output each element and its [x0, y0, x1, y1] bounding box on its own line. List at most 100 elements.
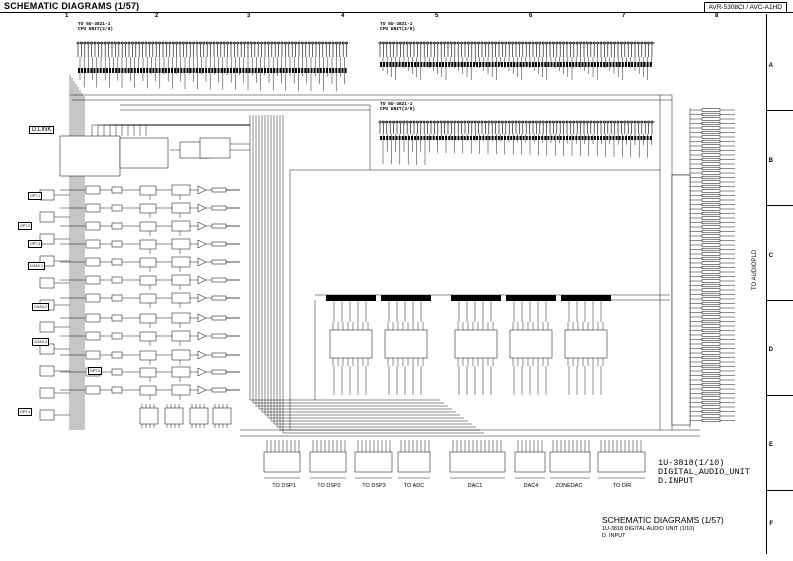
component	[136, 68, 139, 73]
row-divider	[767, 205, 793, 206]
resistor	[701, 360, 721, 364]
resistor	[701, 355, 721, 360]
component	[239, 68, 242, 73]
component	[510, 62, 513, 67]
board-identifier: 1U-3818(1/10) DIGITAL_AUDIO_UNIT D.INPUT	[658, 459, 750, 486]
component	[590, 62, 593, 67]
component	[575, 136, 578, 140]
component	[111, 351, 123, 359]
component	[171, 202, 191, 214]
component	[640, 62, 643, 67]
component	[291, 68, 294, 73]
component	[603, 136, 606, 140]
component	[212, 407, 232, 425]
component	[111, 276, 123, 284]
component	[401, 62, 404, 67]
component	[85, 293, 101, 303]
component	[260, 68, 263, 73]
bottom-connector-label: TO DSP3	[362, 483, 386, 489]
cpu-connector-title-left: TO 5U-3821-1 CPU UNIT(2/8)	[78, 22, 114, 32]
dlink-label: D.LINK	[29, 126, 55, 134]
component	[612, 136, 615, 140]
component	[93, 68, 96, 73]
component	[587, 136, 590, 140]
component	[544, 136, 547, 140]
component	[584, 62, 587, 67]
component	[180, 68, 183, 73]
component	[264, 68, 266, 73]
resistor	[701, 418, 721, 423]
component	[414, 62, 417, 67]
resistor	[701, 288, 721, 292]
bottom-connector-label: ZONEDAC	[555, 483, 583, 489]
component	[85, 385, 101, 395]
buffer-amp	[197, 203, 207, 213]
component	[85, 350, 101, 360]
resistor	[701, 324, 721, 328]
footer-title: SCHEMATIC DIAGRAMS (1/57)	[602, 515, 724, 525]
component	[155, 68, 158, 73]
bottom-connector-label: TO DSP2	[317, 483, 341, 489]
component	[211, 333, 227, 339]
row-divider	[767, 110, 793, 111]
resistor	[701, 405, 721, 409]
component	[514, 451, 546, 473]
grid-column-6: 6	[529, 13, 533, 19]
component	[245, 68, 248, 73]
component	[445, 136, 448, 140]
resistor	[701, 256, 721, 261]
resistor	[701, 144, 721, 148]
component	[587, 62, 590, 67]
resistor	[701, 193, 721, 198]
component	[628, 136, 630, 140]
component	[383, 136, 386, 140]
component	[316, 68, 319, 73]
component	[507, 136, 510, 140]
buffer-amp	[197, 185, 207, 195]
component	[451, 136, 454, 140]
resistor	[701, 328, 721, 333]
component	[417, 62, 420, 67]
component	[344, 68, 347, 73]
component	[118, 68, 121, 73]
dense-marks	[78, 62, 652, 301]
resistor	[701, 387, 721, 391]
component	[451, 295, 501, 301]
resistor	[701, 211, 721, 216]
component	[581, 62, 584, 67]
component	[254, 68, 257, 73]
buffer-amp	[197, 275, 207, 285]
component	[506, 295, 556, 301]
resistor	[701, 252, 721, 256]
component	[386, 62, 389, 67]
component	[531, 136, 534, 140]
resistor	[701, 189, 721, 193]
component	[338, 68, 341, 73]
resistor	[701, 162, 721, 166]
component	[460, 136, 463, 140]
resistor	[701, 135, 721, 139]
component	[383, 62, 386, 67]
component	[211, 259, 227, 265]
component	[124, 68, 127, 73]
resistor	[701, 265, 721, 270]
component	[263, 451, 301, 473]
component	[211, 277, 227, 283]
row-divider	[767, 300, 793, 301]
component	[535, 136, 537, 140]
component	[85, 313, 101, 323]
component	[634, 62, 637, 67]
resistor	[701, 184, 721, 189]
component	[454, 329, 498, 359]
grid-column-2: 2	[155, 13, 159, 19]
component	[494, 136, 497, 140]
component	[646, 62, 649, 67]
component	[429, 62, 432, 67]
component	[426, 136, 429, 140]
component	[111, 222, 123, 230]
component	[522, 136, 525, 140]
drawing-frame	[34, 14, 767, 554]
component	[146, 68, 149, 73]
component	[115, 68, 118, 73]
component	[535, 62, 537, 67]
